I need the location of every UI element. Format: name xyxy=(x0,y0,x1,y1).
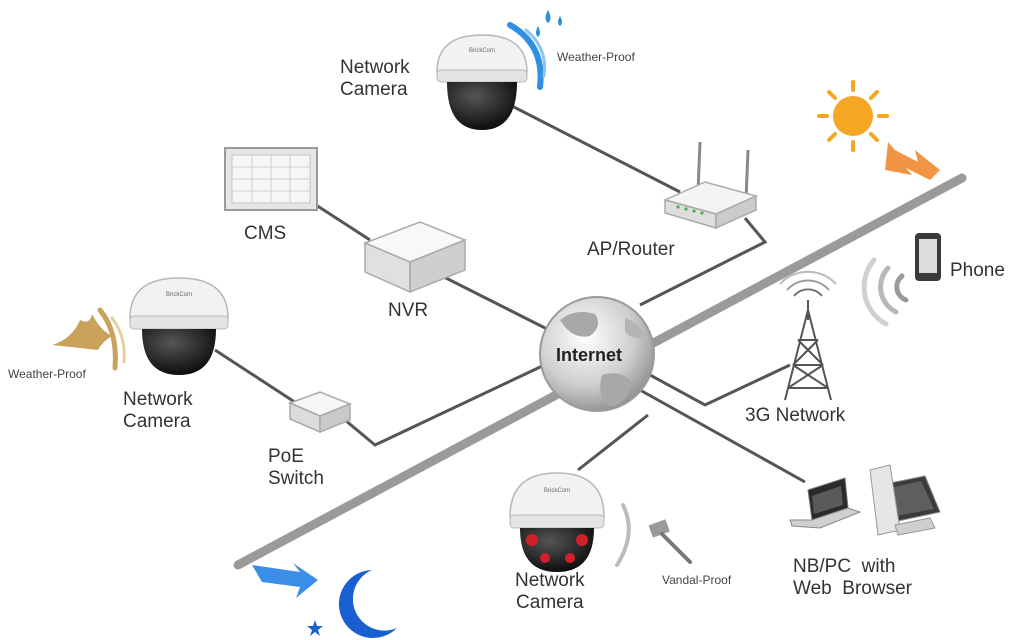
link-nvr-internet xyxy=(439,273,556,335)
link-internet-3g xyxy=(649,363,791,407)
link-poe-internet xyxy=(344,358,556,447)
brand-mark-top: BrickCom xyxy=(469,48,495,54)
link-cms-nvr xyxy=(315,203,371,242)
label-poe-switch: PoE Switch xyxy=(268,446,324,489)
label-network-camera-bottom: Network Camera xyxy=(515,570,585,613)
brand-mark-bottom: BrickCom xyxy=(544,488,570,494)
link-internet-nbpc xyxy=(639,388,806,484)
cell-tower-icon xyxy=(779,270,837,401)
label-weather-proof-top: Weather-Proof xyxy=(557,50,635,64)
label-vandal-proof: Vandal-Proof xyxy=(662,573,732,587)
phone-icon xyxy=(915,233,941,281)
star-icon xyxy=(307,620,323,636)
sun-arrow-icon xyxy=(885,142,940,180)
internet-globe xyxy=(539,296,655,412)
label-cms: CMS xyxy=(244,223,287,244)
nvr-box-icon xyxy=(362,221,468,294)
desktop-pc-icon xyxy=(869,464,941,536)
weather-proof-sand-icon xyxy=(52,307,126,371)
label-network-camera-left: Network Camera xyxy=(123,389,193,432)
sun-icon xyxy=(817,80,889,152)
label-phone: Phone xyxy=(950,260,1005,281)
label-3g-network: 3G Network xyxy=(745,405,846,426)
link-camera-top-router xyxy=(509,103,681,194)
weather-proof-water-icon xyxy=(507,10,562,90)
poe-switch-icon xyxy=(287,391,353,434)
connection-links xyxy=(214,103,806,484)
label-weather-proof-left: Weather-Proof xyxy=(8,367,86,381)
label-nvr: NVR xyxy=(388,300,429,321)
vandal-proof-hammer-icon xyxy=(615,503,692,567)
brand-mark-left: BrickCom xyxy=(166,292,192,298)
label-internet: Internet xyxy=(556,345,623,365)
ap-router-icon xyxy=(662,141,759,230)
moon-arrow-icon xyxy=(252,563,318,598)
network-camera-left-icon: BrickCom xyxy=(129,277,229,375)
cms-monitor-icon xyxy=(224,147,318,211)
label-ap-router: AP/Router xyxy=(587,239,675,260)
network-camera-bottom-icon: BrickCom xyxy=(509,472,605,572)
phone-signal-icon xyxy=(861,257,909,327)
moon-icon xyxy=(338,570,397,638)
label-nb-pc-web-browser: NB/PC with Web Browser xyxy=(793,556,912,599)
network-camera-top-icon: BrickCom xyxy=(436,34,528,130)
laptop-icon xyxy=(789,477,862,529)
link-internet-camera-bottom xyxy=(577,413,649,472)
link-router-internet xyxy=(639,217,768,307)
label-network-camera-top: Network Camera xyxy=(340,57,410,100)
